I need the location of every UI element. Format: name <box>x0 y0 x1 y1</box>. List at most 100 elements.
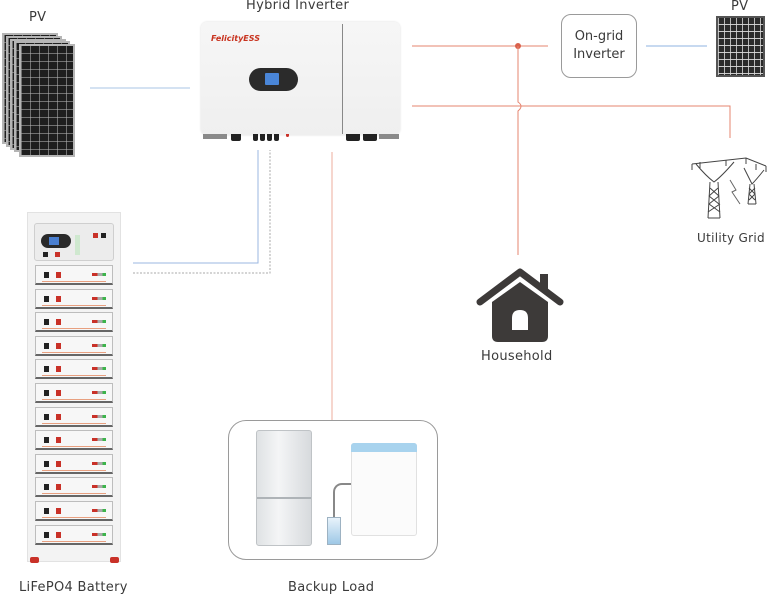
terminal-negative <box>44 460 49 467</box>
inverter-connectors <box>203 134 399 141</box>
terminal-negative <box>44 319 49 326</box>
bms-indicator <box>75 235 80 255</box>
inverter-body: FelicityESS <box>201 22 400 135</box>
household-label: Household <box>481 349 553 364</box>
terminal-positive <box>56 295 61 302</box>
rack-foot <box>30 557 39 563</box>
status-led <box>92 532 106 536</box>
terminal-positive <box>56 437 61 444</box>
connector-icon <box>346 134 360 141</box>
battery-module <box>35 501 113 521</box>
terminal-positive <box>56 460 61 467</box>
house-icon <box>476 268 564 342</box>
connector-icon <box>253 134 258 141</box>
connector-icon <box>267 134 272 141</box>
module-stripe <box>42 493 106 495</box>
water-purifier-icon <box>351 443 417 536</box>
module-stripe <box>42 351 106 353</box>
module-stripe <box>42 469 106 471</box>
module-stripe <box>42 540 106 542</box>
inverter-brand-logo: FelicityESS <box>211 34 260 43</box>
water-glass-icon <box>327 517 341 545</box>
connector-icon <box>286 134 289 137</box>
connector-icon <box>231 134 241 141</box>
refrigerator-icon <box>256 430 312 546</box>
module-stripe <box>42 328 106 330</box>
status-led <box>92 367 106 371</box>
module-stripe <box>42 304 106 306</box>
terminal-negative <box>44 342 49 349</box>
module-stripe <box>42 446 106 448</box>
terminal-negative <box>44 295 49 302</box>
utility-grid-icon <box>691 157 767 219</box>
hybrid-inverter-label: Hybrid Inverter <box>246 0 350 13</box>
mount-bracket-left <box>203 134 227 139</box>
battery-module <box>35 430 113 451</box>
terminal-negative <box>44 437 49 444</box>
battery-module <box>35 359 113 380</box>
terminal-positive <box>56 272 61 278</box>
connector-icon <box>260 134 265 141</box>
lifepo4-battery-rack <box>27 212 121 563</box>
battery-management-unit <box>34 223 114 261</box>
inverter-screen <box>265 73 279 85</box>
solar-panel-icon <box>716 16 765 77</box>
terminal-positive <box>56 413 61 420</box>
status-led <box>92 438 106 442</box>
terminal-negative <box>44 390 49 396</box>
on-grid-label-line2: Inverter <box>573 47 625 62</box>
terminal-positive <box>56 342 61 349</box>
status-led <box>92 343 106 347</box>
battery-module <box>35 477 113 498</box>
terminal-positive <box>56 390 61 396</box>
status-led <box>92 391 106 394</box>
on-grid-inverter-box: On-grid Inverter <box>561 14 637 78</box>
brand-text: FelicityESS <box>211 34 260 43</box>
pv-array-icon <box>2 33 78 161</box>
battery-module <box>35 288 113 309</box>
terminal-positive <box>56 508 61 514</box>
household-line <box>517 46 522 255</box>
terminal-negative <box>44 272 49 278</box>
battery-module <box>35 453 113 474</box>
status-led <box>92 485 106 489</box>
hybrid-inverter: FelicityESS <box>199 22 402 141</box>
terminal-negative <box>44 413 49 420</box>
module-stripe <box>42 375 106 377</box>
backup-load-box <box>228 420 438 560</box>
rack-foot <box>110 557 119 563</box>
inverter-divider <box>342 24 343 134</box>
bms-terminal-pos <box>93 233 98 238</box>
battery-module <box>35 312 113 333</box>
grid-line <box>412 105 731 138</box>
module-stripe <box>42 517 106 518</box>
fridge-door-split <box>257 497 311 499</box>
terminal-positive <box>56 484 61 491</box>
purifier-top <box>351 443 417 452</box>
battery-dc-line <box>133 150 259 264</box>
junction-dot <box>515 43 521 49</box>
pv-left-label: PV <box>29 10 47 25</box>
module-stripe <box>42 422 106 424</box>
status-led <box>92 320 106 324</box>
bms-terminal-neg <box>101 233 106 238</box>
battery-comm-line <box>133 150 271 274</box>
status-led <box>92 509 106 512</box>
battery-label: LiFePO4 Battery <box>19 580 128 595</box>
bms-display <box>41 234 71 248</box>
status-led <box>92 461 106 465</box>
connector-icon <box>274 134 279 141</box>
bms-button <box>43 252 48 257</box>
faucet-icon <box>333 483 351 533</box>
bms-button <box>55 252 60 257</box>
terminal-positive <box>56 366 61 373</box>
module-stripe <box>42 281 106 282</box>
battery-module <box>35 265 113 285</box>
on-grid-label-line1: On-grid <box>574 29 624 44</box>
solar-panel-icon <box>19 44 75 157</box>
utility-grid-label: Utility Grid <box>697 231 765 245</box>
battery-module <box>35 335 113 356</box>
status-led <box>92 296 106 300</box>
pv-right-label: PV <box>731 0 749 14</box>
battery-module <box>35 383 113 403</box>
